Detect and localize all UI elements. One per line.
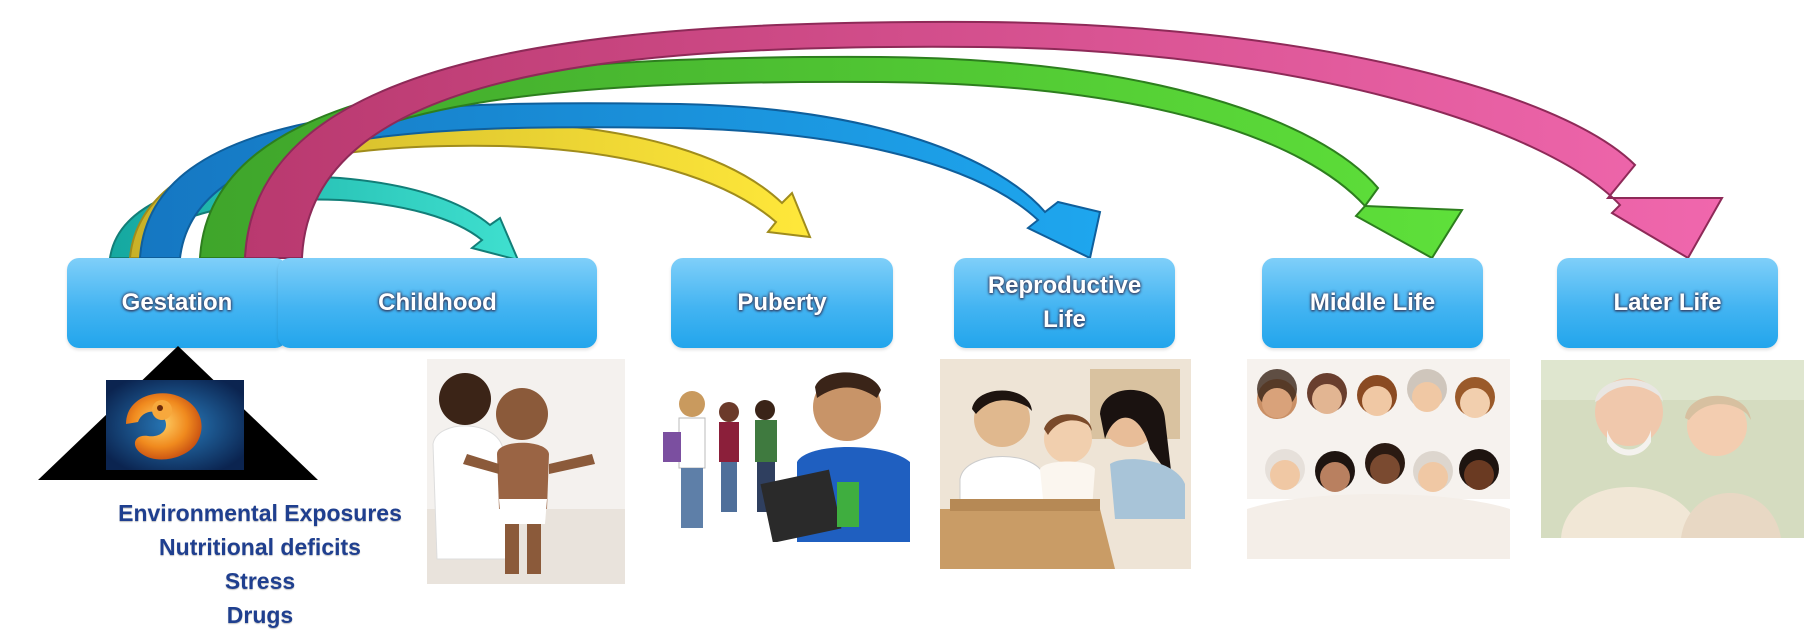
stage-label: Puberty (737, 289, 827, 316)
stage-reproductive-life: Reproductive Life (954, 258, 1175, 348)
later-life-photo (1541, 360, 1804, 538)
factor-item: Nutritional deficits (159, 534, 361, 560)
puberty-photo (647, 362, 910, 542)
stage-puberty: Puberty (671, 258, 893, 348)
stage-label: Later Life (1613, 289, 1722, 316)
gestation-factors-list: Environmental Exposures Nutritional defi… (95, 496, 425, 632)
reproductive-life-photo (940, 359, 1191, 569)
arrow-gestation-to-later-life (243, 20, 1724, 260)
stage-label: Childhood (378, 289, 497, 316)
stage-middle-life: Middle Life (1262, 258, 1483, 348)
factor-item: Stress (224, 568, 296, 594)
stage-label: Middle Life (1309, 289, 1436, 316)
embryo-triangle-icon (38, 346, 318, 480)
factor-item: Environmental Exposures (118, 500, 402, 526)
stage-childhood: Childhood (278, 258, 597, 348)
factor-item: Drugs (226, 602, 294, 628)
arrow-gestation-to-middle-life (198, 55, 1464, 260)
childhood-photo (427, 359, 625, 584)
stage-label: Reproductive Life (987, 272, 1142, 333)
middle-life-photo (1247, 359, 1510, 559)
stage-gestation: Gestation (67, 258, 287, 348)
stage-later-life: Later Life (1557, 258, 1778, 348)
stage-label: Gestation (121, 289, 233, 316)
